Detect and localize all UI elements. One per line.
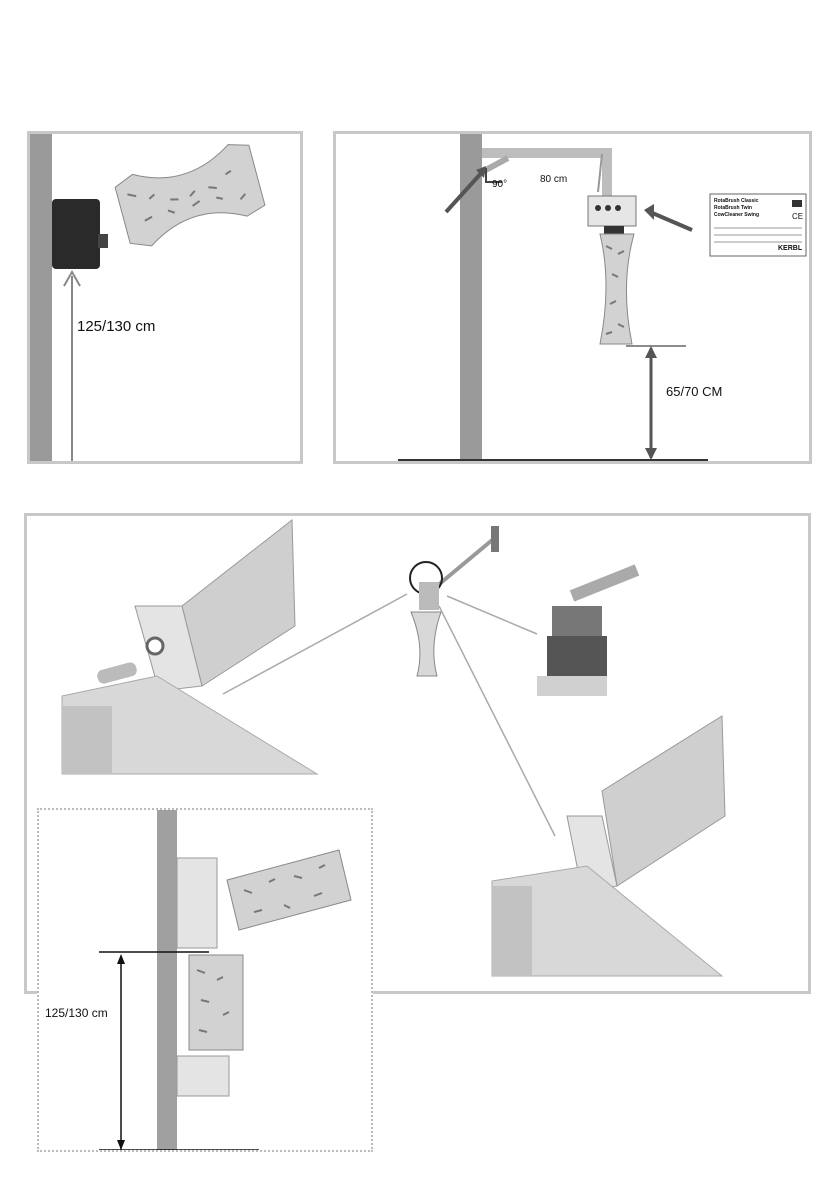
panel-wall-mount: 125/130 cm: [27, 131, 303, 464]
plate-product-2: RotaBrush Twin: [714, 205, 752, 211]
hanger: [602, 148, 612, 196]
arm-length-label: 80 cm: [540, 174, 567, 185]
wall-post: [30, 134, 52, 461]
floor-height-arrow-top: [645, 346, 657, 358]
brush: [112, 139, 267, 251]
callout-line: [439, 606, 555, 836]
angle-label: 90°: [492, 179, 507, 190]
plate-product-3: CowCleaner Swing: [714, 212, 759, 218]
panel-double-brush: 125/130 cm: [37, 808, 373, 1152]
height-label: 125/130 cm: [77, 318, 155, 335]
callout-line: [447, 596, 537, 634]
bracket-detail-right: [492, 716, 725, 976]
motor-button: [595, 205, 601, 211]
cable: [598, 154, 602, 192]
horizontal-arm: [482, 148, 602, 158]
motor-unit: [588, 196, 636, 226]
bracket-detail-left: [62, 520, 317, 774]
height-dimension-bottom: [117, 1140, 125, 1150]
wall-mount-drawing: [30, 134, 300, 461]
plate-product-1: RotaBrush Classic: [714, 198, 758, 204]
brush-mount: [604, 226, 624, 234]
double-brush-drawing: [39, 810, 371, 1150]
vertical-brush: [600, 234, 634, 344]
arrow-to-motor: [650, 212, 692, 230]
motor-housing: [52, 199, 100, 269]
arrow-to-motor-head: [644, 204, 654, 220]
height-label: 125/130 cm: [45, 1006, 108, 1020]
lower-brush: [189, 955, 243, 1050]
wall-post: [157, 810, 177, 1150]
motor-button: [615, 205, 621, 211]
upper-housing: [177, 858, 217, 948]
swing-arm-drawing: [336, 134, 809, 461]
floor-height-label: 65/70 CM: [666, 384, 722, 399]
overview-mount: [410, 526, 499, 676]
motor-detail: [537, 570, 637, 696]
lower-housing: [177, 1056, 229, 1096]
motor-button: [605, 205, 611, 211]
panel-swing-arm: 90° 80 cm 65/70 CM RotaBrush Classic Rot…: [333, 131, 812, 464]
motor-flange: [98, 234, 108, 248]
floor-height-arrow-bottom: [645, 448, 657, 460]
height-dimension-top: [117, 954, 125, 964]
plate-brand: KERBL: [778, 245, 802, 252]
plate-ce-mark: CE: [792, 212, 803, 221]
